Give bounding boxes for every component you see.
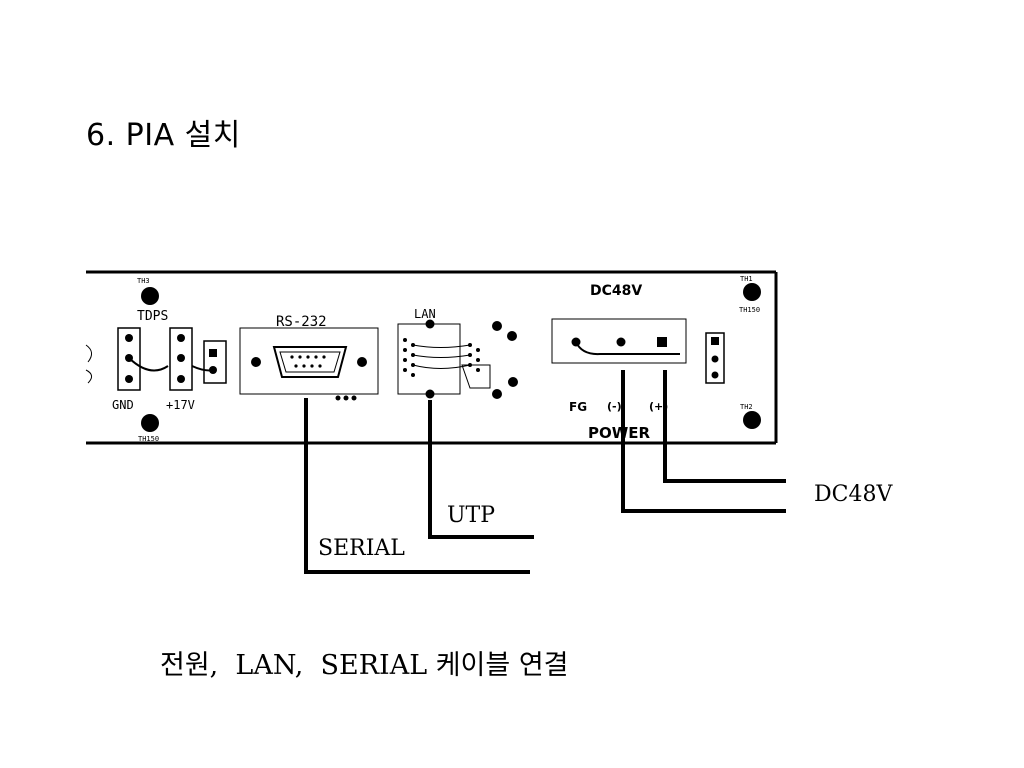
- gnd-label: GND: [112, 398, 134, 412]
- diagram-caption: 전원, LAN, SERIAL 케이블 연결: [160, 650, 569, 681]
- mount-hole-top-right: [743, 283, 761, 301]
- power-label: POWER: [588, 424, 651, 442]
- dc48v-panel-label: DC48V: [590, 283, 642, 299]
- utp-cable: [428, 400, 534, 539]
- lan-panel-label: LAN: [414, 307, 436, 321]
- serial-cable: [304, 398, 530, 574]
- mount-hole-top-left: [141, 287, 159, 305]
- power-terminal: [551, 318, 725, 384]
- v17-label: +17V: [166, 398, 195, 412]
- utp-cable-label: UTP: [447, 503, 495, 528]
- minus-label: (-): [607, 400, 622, 413]
- th-label-bottom-left: TH150: [138, 435, 159, 443]
- slide-title: 6. PIA 설치: [86, 118, 241, 153]
- dc48v-minus-cable: [621, 370, 786, 513]
- tdps-block: [85, 327, 227, 391]
- lan-connector: [397, 319, 518, 399]
- dc48v-plus-cable: [663, 370, 786, 483]
- mount-hole-bottom-left: [141, 414, 159, 432]
- th-label-top-left: TH3: [137, 277, 150, 285]
- th-label-top-right: TH1: [740, 275, 753, 283]
- th-label-right-small: TH150: [739, 306, 760, 314]
- rs232-label: RS-232: [276, 314, 327, 330]
- rs232-connector: [239, 327, 379, 401]
- tdps-label: TDPS: [137, 309, 168, 324]
- fg-label: FG: [569, 400, 587, 414]
- mount-hole-bottom-right: [743, 411, 761, 429]
- dc48v-cable-label: DC48V: [814, 482, 893, 507]
- th-label-bottom-right: TH2: [740, 403, 753, 411]
- serial-cable-label: SERIAL: [318, 536, 405, 561]
